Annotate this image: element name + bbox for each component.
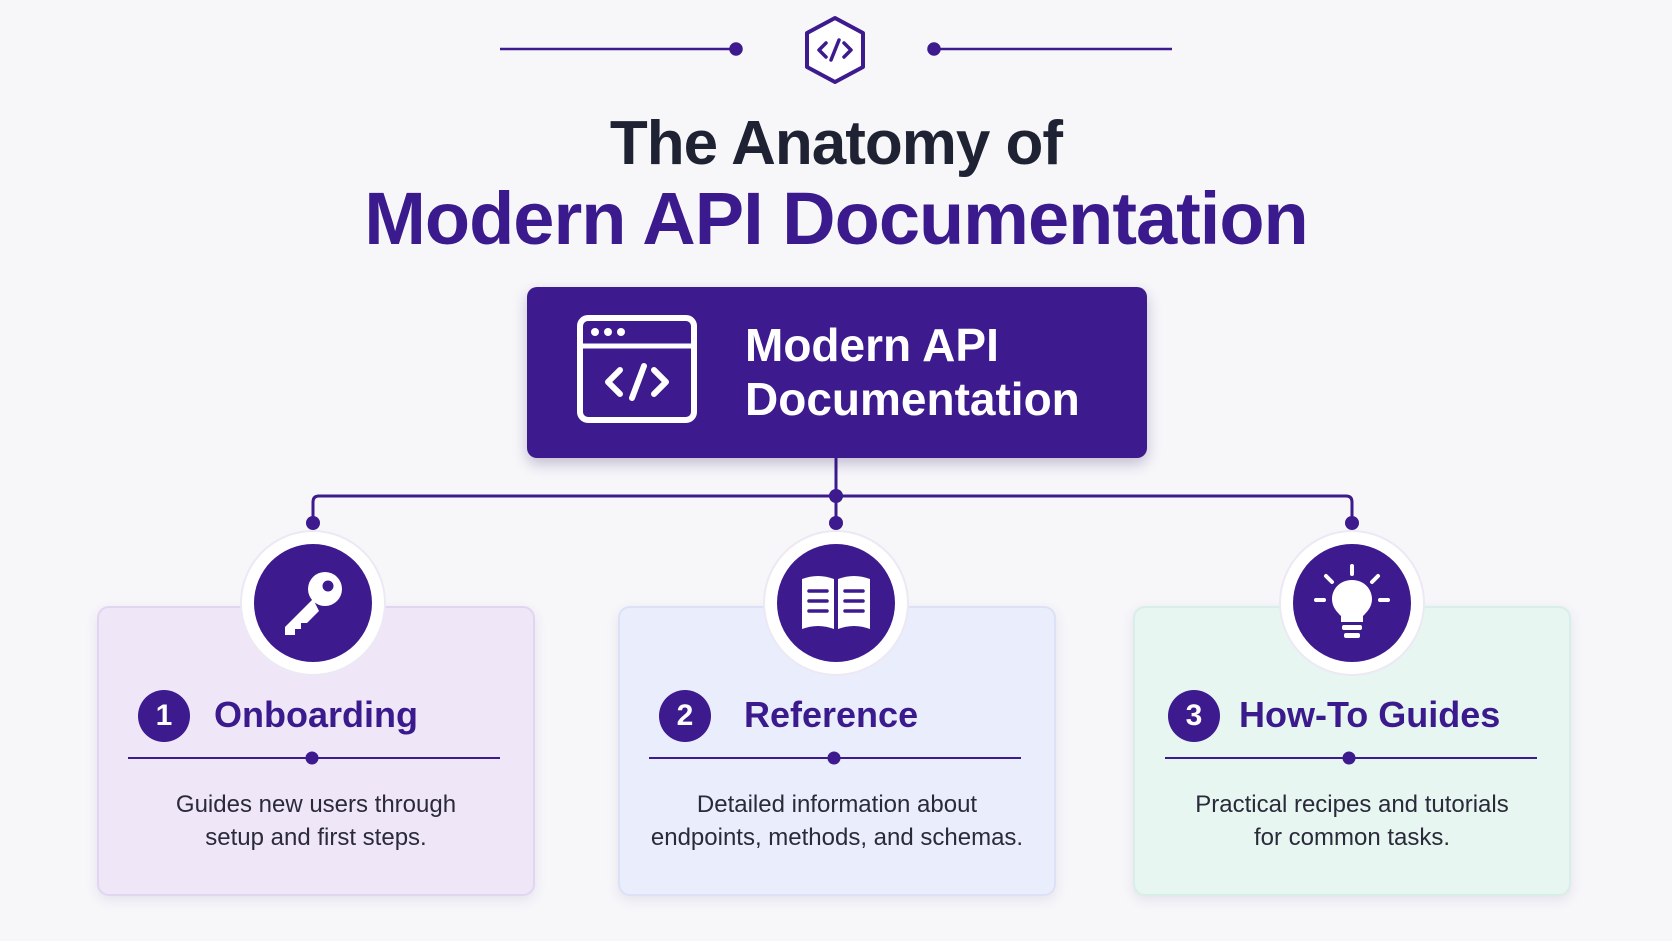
- card-number-3: 3: [1168, 690, 1220, 742]
- card-desc-line: Detailed information about: [696, 791, 978, 818]
- page-title-line1: The Anatomy of: [609, 109, 1063, 178]
- card-desc-reference: Detailed information about endpoints, me…: [618, 788, 1056, 854]
- card-number-1: 1: [138, 690, 190, 742]
- root-label-line2: Documentation: [745, 373, 1080, 425]
- key-icon: [285, 572, 342, 635]
- card-title-reference: Reference: [744, 694, 919, 735]
- card-title-onboarding: Onboarding: [214, 694, 418, 735]
- page-title-line2: Modern API Documentation: [364, 177, 1309, 260]
- card-desc-howto: Practical recipes and tutorials for comm…: [1133, 788, 1571, 854]
- code-window-icon: [577, 315, 697, 423]
- card-title-howto: How-To Guides: [1239, 694, 1501, 735]
- card-desc-onboarding: Guides new users through setup and first…: [97, 788, 535, 854]
- code-hexagon-icon: [805, 16, 865, 84]
- card-desc-line: for common tasks.: [1253, 824, 1451, 851]
- book-icon: [802, 576, 870, 629]
- root-label-line1: Modern API: [745, 319, 999, 371]
- card-desc-line: setup and first steps.: [205, 824, 427, 851]
- header-rule: [500, 42, 1172, 56]
- card-number-2: 2: [659, 690, 711, 742]
- connector-dots: [306, 489, 1359, 530]
- card-desc-line: Practical recipes and tutorials: [1195, 791, 1509, 818]
- card-desc-line: endpoints, methods, and schemas.: [650, 824, 1024, 851]
- lightbulb-icon: [1314, 564, 1390, 638]
- root-node-label: Modern API Documentation: [745, 318, 1125, 426]
- card-desc-line: Guides new users through: [175, 791, 457, 818]
